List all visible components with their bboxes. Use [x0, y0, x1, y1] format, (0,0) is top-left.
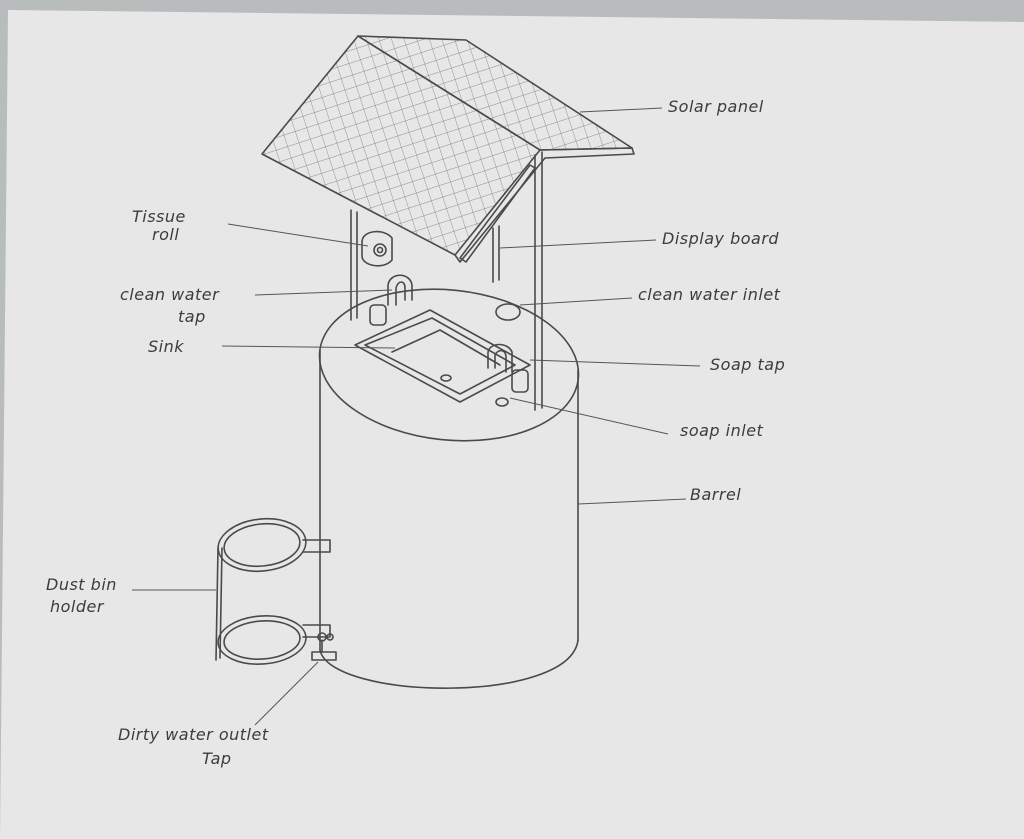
label-clean-water-tap-line1: clean water: [120, 285, 220, 304]
label-solar-panel: Solar panel: [668, 97, 764, 116]
clean-water-inlet: [495, 303, 521, 321]
label-tissue-roll-line1: Tissue: [132, 207, 186, 226]
label-tissue-roll-line2: roll: [152, 225, 179, 244]
tissue-roll: [361, 230, 393, 267]
label-sink: Sink: [148, 337, 184, 356]
label-soap-inlet: soap inlet: [680, 421, 764, 440]
sink: [354, 309, 531, 403]
soap-tap: [487, 343, 529, 393]
label-dust-bin-holder-line1: Dust bin: [46, 575, 117, 594]
label-dust-bin-holder-line2: holder: [50, 597, 105, 616]
label-barrel: Barrel: [690, 485, 741, 504]
label-clean-water-tap-line2: tap: [178, 307, 206, 326]
display-board: [459, 164, 536, 263]
barrel: [318, 288, 580, 689]
label-dirty-water-outlet-line2: Tap: [202, 749, 232, 768]
dirty-water-outlet-tap: [311, 632, 337, 661]
dust-bin-holder: [215, 517, 331, 665]
soap-inlet: [495, 397, 509, 407]
label-display-board: Display board: [662, 229, 779, 248]
clean-water-tap: [369, 274, 413, 326]
paper-sheet: [0, 10, 1024, 839]
solar-panel: [261, 35, 635, 263]
roof-poles: [350, 151, 543, 411]
label-clean-water-inlet: clean water inlet: [638, 285, 781, 304]
leader-lines: [132, 107, 701, 726]
label-dirty-water-outlet-line1: Dirty water outlet: [118, 725, 269, 744]
labels: Solar panel Tissue roll Display board cl…: [46, 97, 785, 768]
label-soap-tap: Soap tap: [710, 355, 785, 374]
